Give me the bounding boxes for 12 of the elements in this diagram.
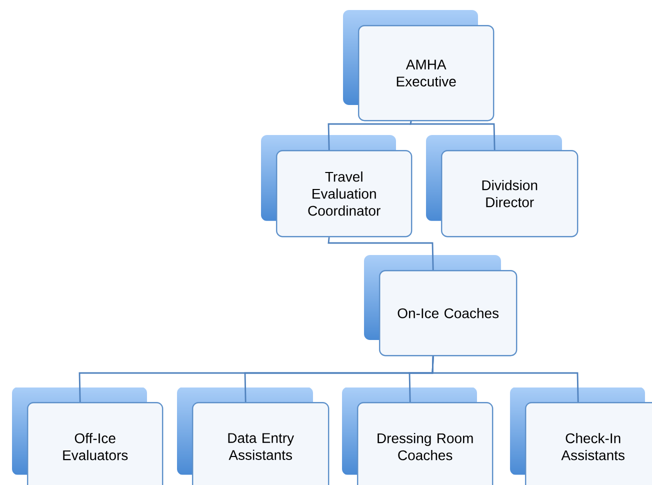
connector-line xyxy=(328,121,412,150)
connector-line xyxy=(328,237,434,270)
org-box: Dressing Room Coaches xyxy=(357,402,494,485)
org-box: Off-Ice Evaluators xyxy=(27,402,164,485)
connector-line xyxy=(410,121,496,150)
org-box: Dividsion Director xyxy=(441,150,578,238)
org-box: AMHA Executive xyxy=(358,25,494,122)
org-box: Check-In Assistants xyxy=(525,402,652,485)
org-box: On-Ice Coaches xyxy=(379,270,518,356)
connector-line xyxy=(432,356,579,402)
org-box: Travel Evaluation Coordinator xyxy=(276,150,412,238)
org-box: Data Entry Assistants xyxy=(192,402,330,485)
